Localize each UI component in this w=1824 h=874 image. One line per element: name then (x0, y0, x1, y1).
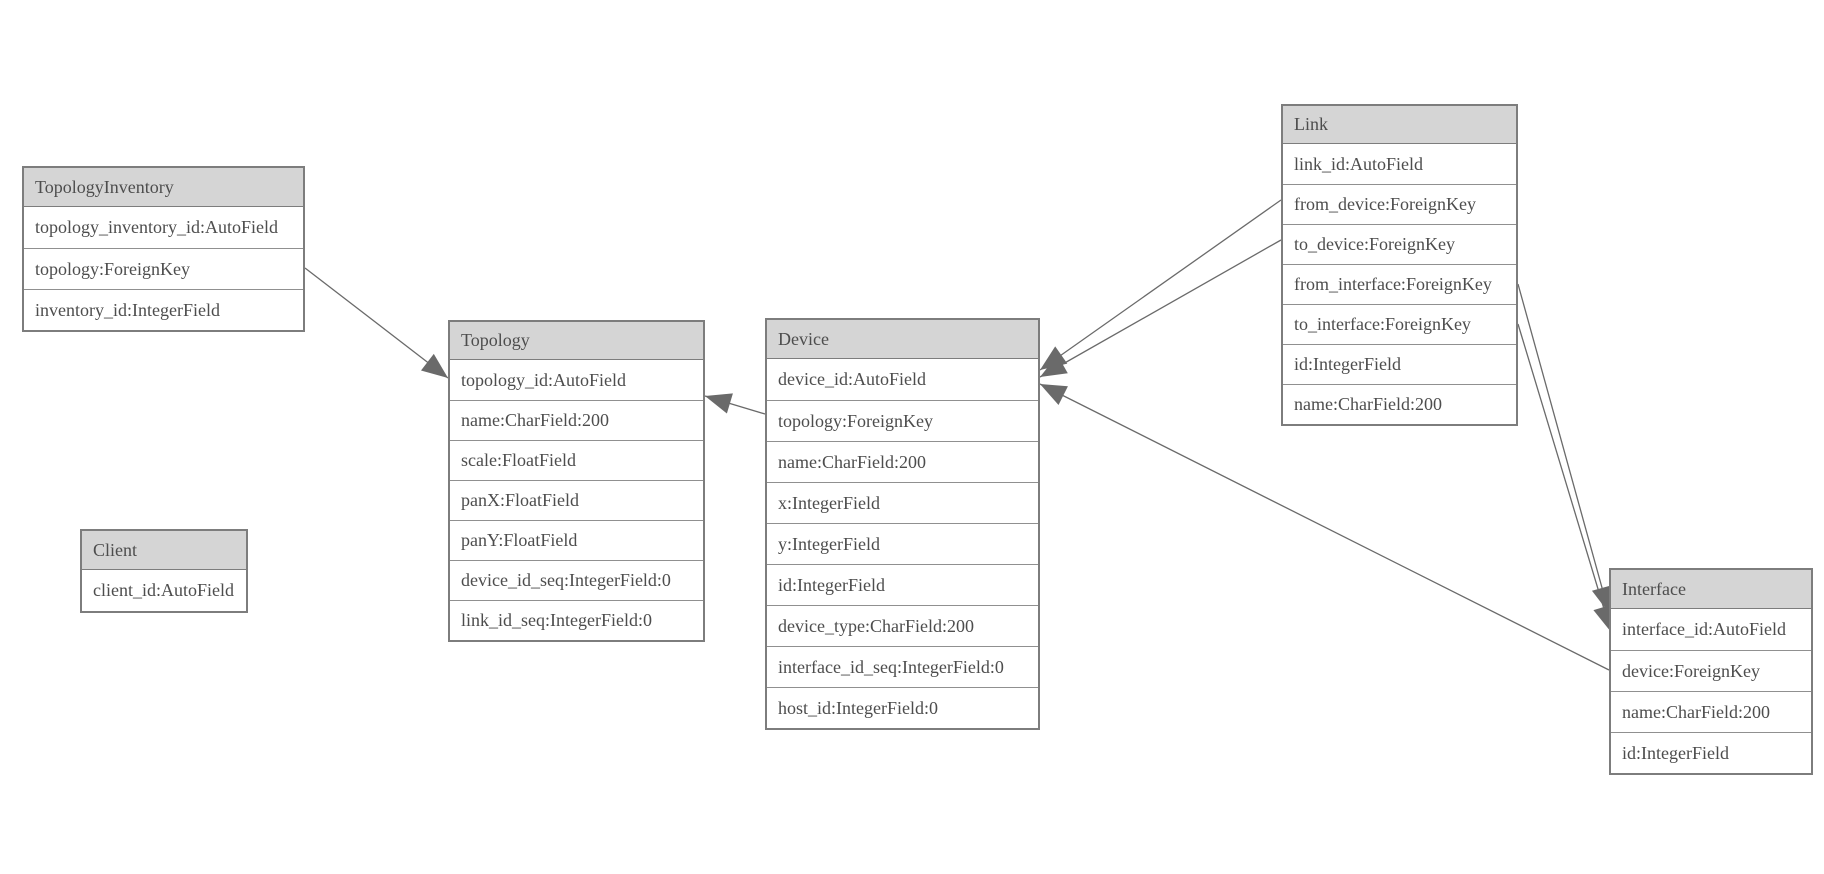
entity-field-device-3: x:IntegerField (767, 482, 1038, 523)
entity-table-title-client[interactable]: Client (82, 531, 246, 570)
entity-field-link-2: to_device:ForeignKey (1283, 224, 1516, 264)
entity-field-client-0: client_id:AutoField (93, 580, 234, 600)
entity-table-topology-inventory[interactable]: TopologyInventory topology_inventory_id:A… (22, 166, 305, 332)
entity-table-link[interactable]: Link link_id:AutoField from_device:Foreign… (1281, 104, 1518, 426)
entity-table-title-link[interactable]: Link (1283, 106, 1516, 144)
entity-table-title-device[interactable]: Device (767, 320, 1038, 359)
entity-table-topology[interactable]: Topology topology_id:AutoField name:CharFi… (448, 320, 705, 642)
entity-field-link-6: name:CharField:200 (1283, 384, 1516, 424)
entity-table-title-topology-inventory[interactable]: TopologyInventory (24, 168, 303, 207)
entity-field-device-7: interface_id_seq:IntegerField:0 (767, 646, 1038, 687)
relation-arrowhead-icon-link-to_interface-to-interface (1593, 604, 1614, 632)
entity-field-topology-3: panX:FloatField (450, 480, 703, 520)
relation-line-link-from_interface-to-interface (1517, 283, 1610, 614)
entity-field-device-6: device_type:CharField:200 (767, 605, 1038, 646)
entity-field-topology-0: topology_id:AutoField (461, 369, 627, 390)
entity-field-topology-5: device_id_seq:IntegerField:0 (450, 560, 703, 600)
entity-field-device-8: host_id:IntegerField:0 (767, 687, 1038, 728)
relation-line-link-to_interface-to-interface (1517, 323, 1612, 633)
entity-field-device-1: topology:ForeignKey (767, 400, 1038, 441)
relation-arrowhead-icon-device-topology-to-topology (705, 393, 733, 414)
entity-table-interface[interactable]: Interface interface_id:AutoField device:Fo… (1609, 568, 1813, 775)
entity-field-topology-inventory-1: topology:ForeignKey (24, 248, 303, 289)
entity-field-interface-3: id:IntegerField (1611, 732, 1811, 773)
entity-field-device-4: y:IntegerField (767, 523, 1038, 564)
entity-field-device-5: id:IntegerField (767, 564, 1038, 605)
relation-arrowhead-icon-topologyinventory-topology-to-topology (420, 353, 448, 378)
relation-arrowhead-icon-link-to_device-to-device (1040, 355, 1068, 377)
entity-table-title-topology[interactable]: Topology (450, 322, 703, 360)
entity-field-topology-6: link_id_seq:IntegerField:0 (450, 600, 703, 640)
entity-table-device[interactable]: Device device_id:AutoField topology:Foreig… (765, 318, 1040, 730)
entity-field-interface-2: name:CharField:200 (1611, 691, 1811, 732)
entity-field-device-2: name:CharField:200 (767, 441, 1038, 482)
entity-field-interface-1: device:ForeignKey (1611, 650, 1811, 691)
entity-field-topology-2: scale:FloatField (450, 440, 703, 480)
entity-table-client[interactable]: Client client_id:AutoField (80, 529, 248, 613)
entity-field-topology-inventory-2: inventory_id:IntegerField (24, 289, 303, 330)
relation-line-topologyinventory-topology-to-topology (304, 267, 449, 379)
entity-field-link-0: link_id:AutoField (1294, 153, 1424, 174)
relation-arrowhead-icon-interface-device-to-device (1040, 384, 1068, 406)
entity-field-interface-0: interface_id:AutoField (1622, 619, 1786, 639)
relation-line-link-to_device-to-device (1039, 239, 1282, 378)
entity-field-link-4: to_interface:ForeignKey (1283, 304, 1516, 344)
relation-line-link-from_device-to-device (1039, 199, 1282, 371)
relation-line-interface-device-to-device (1039, 383, 1610, 671)
entity-field-topology-4: panY:FloatField (450, 520, 703, 560)
entity-field-topology-inventory-0: topology_inventory_id:AutoField (35, 217, 278, 237)
entity-field-link-3: from_interface:ForeignKey (1283, 264, 1516, 304)
entity-field-link-1: from_device:ForeignKey (1283, 184, 1516, 224)
entity-field-topology-1: name:CharField:200 (450, 400, 703, 440)
entity-field-link-5: id:IntegerField (1283, 344, 1516, 384)
entity-field-device-0: device_id:AutoField (778, 369, 926, 389)
entity-table-title-interface[interactable]: Interface (1611, 570, 1811, 609)
